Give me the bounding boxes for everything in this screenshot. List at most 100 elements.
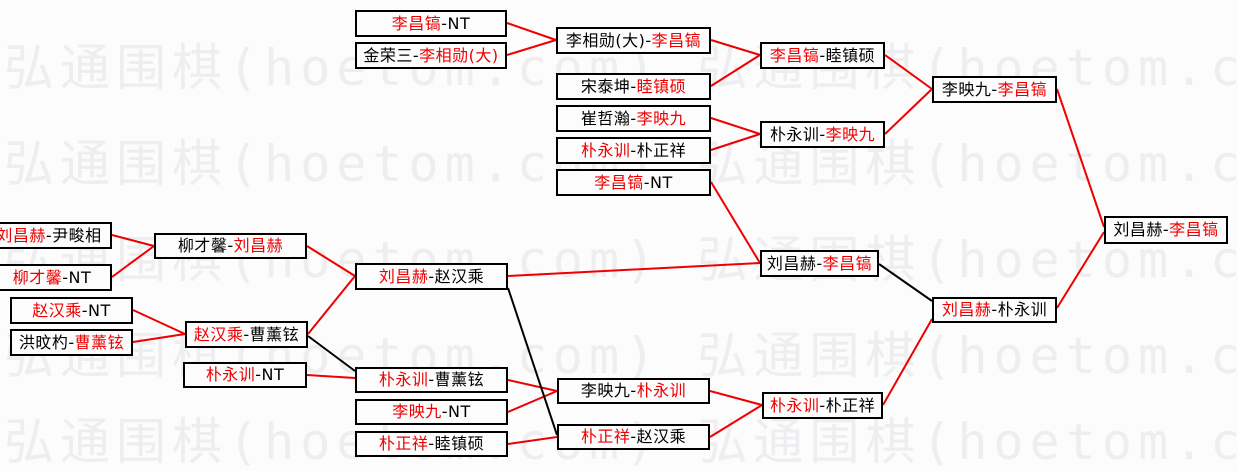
vs-dash: - <box>428 266 435 286</box>
player-name: 李昌镐 <box>391 13 442 33</box>
player-name: NT <box>261 365 285 384</box>
winner-path-line <box>132 333 186 343</box>
vs-dash: - <box>991 79 998 99</box>
winner-path-line <box>884 88 933 135</box>
player-name: 刘昌赫 <box>1113 220 1163 239</box>
player-name: 刘昌赫 <box>766 253 817 273</box>
player-name: 曹薰铉 <box>434 370 485 389</box>
match-box-yoo-vs-park: 刘昌赫-朴永训 <box>932 297 1057 323</box>
player-name: 李映九 <box>392 402 442 421</box>
vs-dash: - <box>630 76 637 96</box>
vs-dash: - <box>243 324 250 344</box>
winner-path-line <box>111 234 155 247</box>
winner-path-line <box>1056 231 1105 309</box>
match-box-hong-vs-chohun: 洪旼杓-曹薰铉 <box>10 329 133 356</box>
vs-dash: - <box>645 30 652 50</box>
player-name: 朴正祥 <box>378 434 429 453</box>
winner-path-line <box>507 436 558 445</box>
player-name: 李昌镐 <box>594 172 644 192</box>
vs-dash: - <box>819 124 826 144</box>
player-name: 朴永训 <box>580 140 631 160</box>
player-name: 曹薰铉 <box>249 324 300 344</box>
player-name: 赵汉乘 <box>434 266 485 286</box>
player-name: 李昌镐 <box>769 45 820 65</box>
vs-dash: - <box>819 45 826 65</box>
player-name: 朴正祥 <box>636 140 687 160</box>
player-name: 赵汉乘 <box>636 427 687 446</box>
player-name: 宋泰坤 <box>580 76 631 96</box>
winner-path-line <box>507 390 558 413</box>
winner-path-line <box>506 22 557 41</box>
match-box-park-vs-parkjs-2: 朴永训-朴正祥 <box>762 392 883 419</box>
match-box-lee-vs-mok: 李昌镐-睦镇硕 <box>760 42 885 69</box>
match-box-park-vs-parkjs-1: 朴永训-朴正祥 <box>556 137 711 164</box>
player-name: 李相勋(大) <box>419 45 499 65</box>
vs-dash: - <box>255 365 262 384</box>
player-name: 刘昌赫 <box>0 225 46 245</box>
player-name: NT <box>447 13 471 33</box>
winner-path-line <box>507 262 761 277</box>
player-name: 李映九 <box>636 108 687 128</box>
match-box-leeyeonggu-bye: 李映九-NT <box>355 399 508 425</box>
player-name: 赵汉乘 <box>32 300 82 320</box>
match-box-lee-bye-mid: 李昌镐-NT <box>556 169 711 196</box>
match-box-yoo-vs-cho: 刘昌赫-赵汉乘 <box>355 263 508 290</box>
player-name: 朴永训 <box>769 395 820 415</box>
player-name: 朴永训 <box>378 370 429 389</box>
winner-path-line <box>710 133 761 151</box>
match-box-park-vs-chohun: 朴永训-曹薰铉 <box>355 367 508 393</box>
vs-dash: - <box>68 332 75 352</box>
match-box-leesanghoon-vs-lee: 李相勋(大)-李昌镐 <box>556 27 711 54</box>
winner-path-line <box>306 374 356 379</box>
player-name: 朴永训 <box>636 381 687 400</box>
winner-path-line <box>884 54 933 90</box>
match-box-choi-vs-leeyeonggu: 崔哲瀚-李映九 <box>556 105 711 132</box>
vs-dash: - <box>227 236 234 255</box>
vs-dash: - <box>62 267 69 287</box>
winner-path-line <box>132 309 186 335</box>
player-name: 李昌镐 <box>822 253 873 273</box>
vs-dash: - <box>45 225 53 245</box>
vs-dash: - <box>1162 220 1170 239</box>
winner-path-line <box>710 117 761 135</box>
match-box-yoo-vs-lee-mid: 刘昌赫-李昌镐 <box>760 250 879 277</box>
vs-dash: - <box>81 300 89 320</box>
player-name: 曹薰铉 <box>74 332 125 352</box>
player-name: 赵汉乘 <box>193 324 244 344</box>
match-box-park-vs-leeyeonggu: 朴永训-李映九 <box>760 121 885 148</box>
player-name: 刘昌赫 <box>378 266 429 286</box>
vs-dash: - <box>630 108 637 128</box>
winner-path-line <box>506 39 557 56</box>
match-box-parkjs-vs-mok: 朴正祥-睦镇硕 <box>355 431 508 457</box>
match-box-parkjs-vs-cho: 朴正祥-赵汉乘 <box>557 424 710 450</box>
match-box-lee-bye-top: 李昌镐-NT <box>355 10 507 37</box>
match-box-cho-vs-chohun: 赵汉乘-曹薰铉 <box>185 321 308 348</box>
vs-dash: - <box>991 300 998 319</box>
winner-path-line <box>709 390 763 406</box>
player-name: 崔哲瀚 <box>580 108 631 128</box>
loser-path-line <box>307 335 356 372</box>
player-name: 睦镇硕 <box>825 45 876 65</box>
loser-path-line <box>878 263 933 302</box>
player-name: 金荣三 <box>363 45 413 65</box>
player-name: 李映九 <box>580 381 631 400</box>
player-name: NT <box>650 172 673 192</box>
player-name: 李映九 <box>941 79 992 99</box>
loser-path-line <box>507 287 558 436</box>
player-name: 朴永训 <box>997 300 1048 319</box>
player-name: 朴永训 <box>769 124 820 144</box>
player-name: 李相勋(大) <box>565 30 646 50</box>
match-box-leeyeonggu-vs-lee: 李映九-李昌镐 <box>932 76 1057 103</box>
vs-dash: - <box>643 172 651 192</box>
player-name: 柳才馨 <box>177 236 228 255</box>
match-box-yoo-vs-yun: 刘昌赫-尹畯相 <box>0 222 112 249</box>
player-name: 睦镇硕 <box>636 76 687 96</box>
match-box-kim-vs-leesanghoon: 金荣三-李相勋(大) <box>355 42 507 69</box>
match-box-cho-bye: 赵汉乘-NT <box>10 297 133 324</box>
player-name: 睦镇硕 <box>434 434 485 453</box>
winner-path-line <box>710 54 761 87</box>
winner-path-line <box>306 245 356 277</box>
player-name: 刘昌赫 <box>941 300 992 319</box>
player-name: 柳才馨 <box>12 267 63 287</box>
player-name: NT <box>68 267 92 287</box>
